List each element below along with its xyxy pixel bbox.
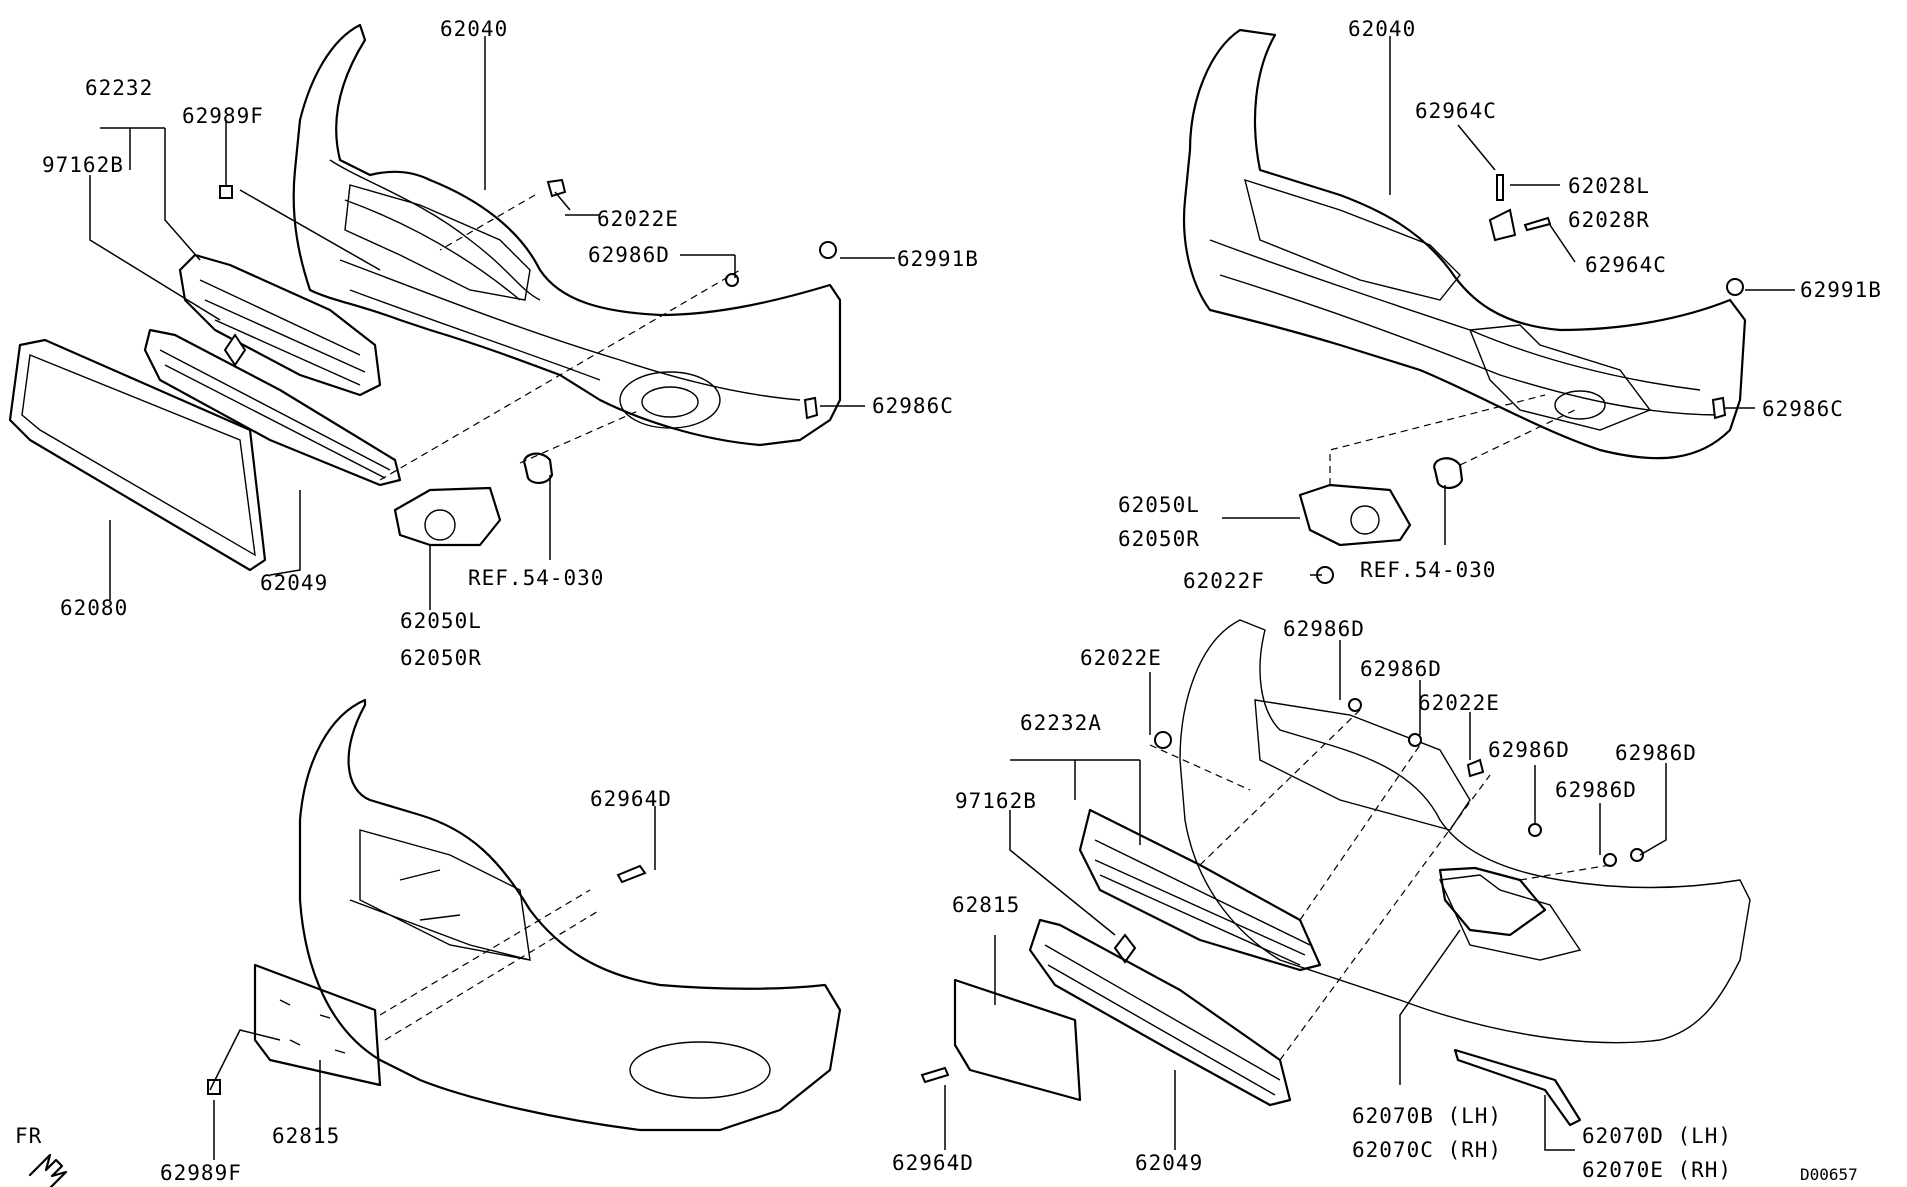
fog-lamp	[523, 452, 554, 484]
screw-62986D-a	[1348, 698, 1362, 712]
label-62991B: 62991B	[1800, 278, 1882, 302]
grille-frame	[8, 338, 267, 572]
top-right-assembly	[1183, 28, 1795, 584]
label-62022E: 62022E	[1080, 646, 1162, 670]
label-62815: 62815	[272, 1124, 340, 1148]
label-62040: 62040	[440, 17, 508, 41]
clip-62989F	[219, 185, 233, 199]
label-62049: 62049	[260, 571, 328, 595]
label-62964D: 62964D	[892, 1151, 974, 1175]
label-62815: 62815	[952, 893, 1020, 917]
fog-lamp	[1433, 457, 1464, 489]
label-ref-54-030: REF.54-030	[1360, 558, 1496, 582]
clip-62964D	[616, 864, 647, 884]
label-62986D: 62986D	[1488, 738, 1570, 762]
bumper-cover	[292, 23, 842, 447]
clip-62022E	[546, 178, 567, 198]
label-62986D: 62986D	[1615, 741, 1697, 765]
fog-bezel	[1298, 483, 1412, 547]
label-62964D: 62964D	[590, 787, 672, 811]
label-62986D: 62986D	[588, 243, 670, 267]
label-62232A: 62232A	[1020, 711, 1102, 735]
diagram-code: D00657	[1800, 1165, 1858, 1184]
label-97162B: 97162B	[955, 789, 1037, 813]
emblem	[1113, 933, 1137, 964]
emblem	[223, 333, 247, 367]
clip-62964C	[1496, 174, 1504, 201]
label-62986D: 62986D	[1555, 778, 1637, 802]
label-ref-54-030: REF.54-030	[468, 566, 604, 590]
clip-62022E-b	[1466, 758, 1485, 778]
clip-62964C-b	[1523, 216, 1552, 232]
label-62991B: 62991B	[897, 247, 979, 271]
lower-grille	[1028, 918, 1292, 1107]
lower-grille	[143, 328, 402, 487]
bottom-right-assembly	[920, 619, 1751, 1151]
license-bracket	[953, 978, 1082, 1102]
label-62080: 62080	[60, 596, 128, 620]
label-62022E: 62022E	[1418, 691, 1500, 715]
clip-62964D	[920, 1066, 950, 1084]
label-62022F: 62022F	[1183, 569, 1265, 593]
bumper-cover	[298, 698, 842, 1132]
license-bracket	[253, 963, 382, 1087]
label-62964C: 62964C	[1585, 253, 1667, 277]
label-62989F: 62989F	[160, 1161, 242, 1185]
upper-grille	[1078, 808, 1322, 972]
label-62070B: 62070B (LH)	[1352, 1104, 1502, 1128]
label-62050L: 62050L	[1118, 493, 1200, 517]
screw-62986D-d	[1603, 853, 1617, 867]
screw-62986C	[803, 396, 819, 420]
label-62986D: 62986D	[1360, 657, 1442, 681]
label-62964C: 62964C	[1415, 99, 1497, 123]
label-62070C: 62070C (RH)	[1352, 1138, 1502, 1162]
fog-bezel	[393, 486, 502, 547]
bumper-cover	[1179, 619, 1751, 1044]
label-62986C: 62986C	[1762, 397, 1844, 421]
top-left-assembly	[8, 23, 895, 610]
nut-62991B	[1726, 278, 1744, 296]
bracket-62028	[1488, 208, 1517, 242]
label-62022E: 62022E	[597, 207, 679, 231]
side-garnish-62070D	[1453, 1048, 1582, 1127]
label-62070D: 62070D (LH)	[1582, 1124, 1732, 1148]
screw-62986C	[1711, 396, 1727, 420]
label-62050R: 62050R	[1118, 527, 1200, 551]
nut-62991B	[819, 241, 837, 259]
label-62028R: 62028R	[1568, 208, 1650, 232]
screw-62986D-e	[1630, 848, 1644, 862]
label-62050R: 62050R	[400, 646, 482, 670]
label-62040: 62040	[1348, 17, 1416, 41]
direction-label: FR	[15, 1124, 42, 1148]
upper-grille	[178, 253, 382, 397]
label-62050L: 62050L	[400, 609, 482, 633]
label-62232: 62232	[85, 76, 153, 100]
label-62986C: 62986C	[872, 394, 954, 418]
labels: 62040 62232 62989F 97162B 62022E 62986D …	[15, 17, 1882, 1185]
side-bezel-62070B	[1438, 866, 1547, 937]
label-62028L: 62028L	[1568, 174, 1650, 198]
label-62989F: 62989F	[182, 104, 264, 128]
bumper-cover	[1183, 28, 1747, 460]
label-97162B: 97162B	[42, 153, 124, 177]
label-62070E: 62070E (RH)	[1582, 1158, 1732, 1182]
label-62986D: 62986D	[1283, 617, 1365, 641]
screw-62986D	[725, 273, 739, 287]
front-direction-arrow	[28, 1153, 68, 1187]
screw-62986D-b	[1408, 733, 1422, 747]
bottom-left-assembly	[207, 698, 842, 1160]
clip-62989F	[207, 1079, 221, 1095]
screw-62986D-c	[1528, 823, 1542, 837]
clip-62022E-a	[1154, 731, 1172, 749]
label-62049: 62049	[1135, 1151, 1203, 1175]
